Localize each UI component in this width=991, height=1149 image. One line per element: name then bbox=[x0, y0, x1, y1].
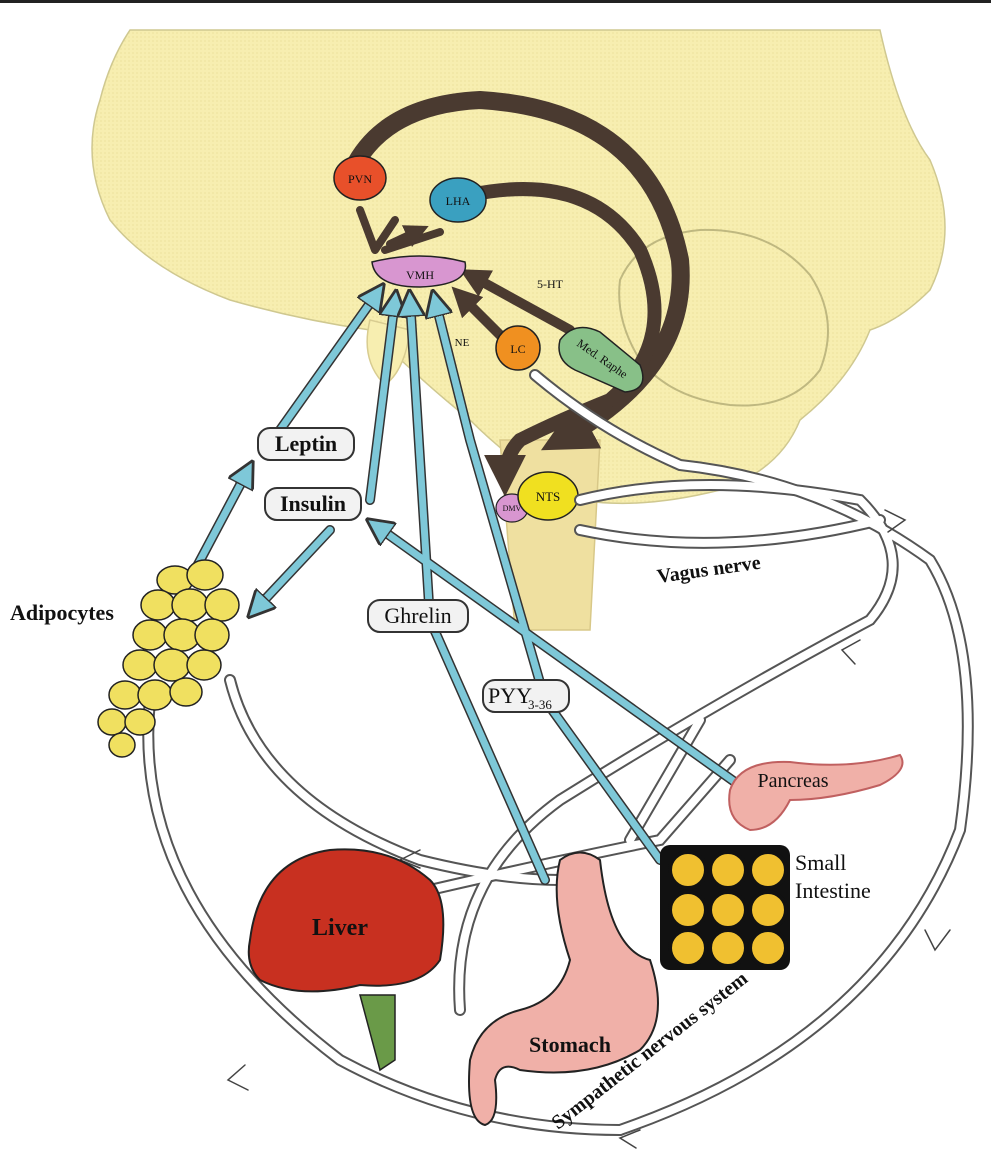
hormone-leptin: Leptin bbox=[258, 428, 354, 460]
hormone-ghrelin: Ghrelin bbox=[368, 600, 468, 632]
svg-text:PYY: PYY bbox=[488, 683, 532, 708]
insulin-to-adipocyte-arrow bbox=[255, 530, 330, 610]
hormone-insulin: Insulin bbox=[265, 488, 361, 520]
svg-text:Insulin: Insulin bbox=[280, 491, 346, 516]
vagus-nerve-label: Vagus nerve bbox=[656, 552, 762, 588]
serotonin-label: 5-HT bbox=[537, 277, 564, 291]
svg-text:Stomach: Stomach bbox=[529, 1032, 611, 1057]
svg-text:PVN: PVN bbox=[348, 172, 372, 186]
svg-text:Pancreas: Pancreas bbox=[757, 770, 828, 792]
svg-text:DMV: DMV bbox=[503, 504, 522, 513]
small-intestine-label-1: Small bbox=[795, 850, 846, 875]
small-intestine bbox=[660, 845, 790, 970]
stomach: Stomach bbox=[469, 853, 658, 1126]
small-intestine-label-2: Intestine bbox=[795, 878, 871, 903]
svg-text:VMH: VMH bbox=[406, 268, 434, 282]
norepinephrine-label: NE bbox=[455, 337, 470, 349]
nucleus-pvn: PVN bbox=[334, 156, 386, 200]
svg-text:LC: LC bbox=[510, 342, 525, 356]
liver: Liver bbox=[249, 849, 444, 1070]
adipocyte-to-leptin-arrow bbox=[195, 470, 248, 570]
svg-text:Ghrelin: Ghrelin bbox=[384, 603, 451, 628]
svg-text:Liver: Liver bbox=[312, 915, 368, 941]
pancreas: Pancreas bbox=[729, 755, 902, 830]
hormone-pyy: PYY 3-36 bbox=[483, 680, 569, 712]
nucleus-nts: NTS bbox=[518, 472, 578, 520]
svg-text:LHA: LHA bbox=[446, 194, 471, 208]
nucleus-lha: LHA bbox=[430, 178, 486, 222]
svg-text:NTS: NTS bbox=[536, 489, 561, 504]
adipocytes-label: Adipocytes bbox=[10, 600, 114, 625]
svg-text:Leptin: Leptin bbox=[275, 431, 337, 456]
svg-text:3-36: 3-36 bbox=[528, 697, 552, 712]
nucleus-lc: LC bbox=[496, 326, 540, 370]
adipocytes-cluster bbox=[98, 560, 239, 757]
